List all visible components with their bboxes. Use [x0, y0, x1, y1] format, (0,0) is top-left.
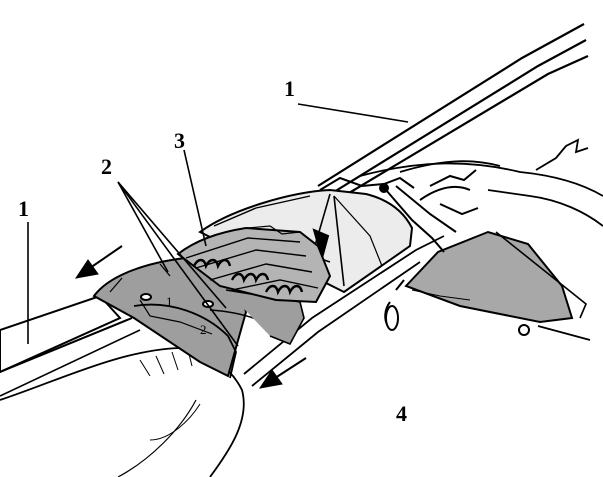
- pocket-number-1: 1: [166, 294, 173, 309]
- container-edges: [243, 138, 603, 387]
- cord-bundle: [176, 225, 332, 304]
- arrow-down-icon: [258, 357, 307, 389]
- pocket-number-2: 2: [200, 322, 207, 337]
- arrows: [74, 245, 307, 389]
- label-strap-top: 1: [284, 76, 295, 101]
- strap-top: [317, 23, 589, 197]
- arrow-left-icon: [74, 245, 123, 279]
- connector-hub: [319, 169, 479, 253]
- hook: [384, 279, 405, 331]
- leader-lines: [27, 103, 409, 347]
- leader-pocket-c: [117, 181, 239, 347]
- label-container: 4: [396, 401, 407, 426]
- label-cords: 3: [174, 128, 185, 153]
- strap-left: [0, 294, 141, 397]
- leader-cords: [183, 149, 207, 247]
- leader-pocket-a: [117, 181, 169, 273]
- container-flap: [404, 230, 587, 336]
- label-strap-left: 1: [18, 196, 29, 221]
- canopy-body: [0, 347, 245, 477]
- leader-pocket-b: [117, 181, 227, 309]
- label-pockets: 2: [101, 154, 112, 179]
- leader-strap-top: [297, 103, 409, 123]
